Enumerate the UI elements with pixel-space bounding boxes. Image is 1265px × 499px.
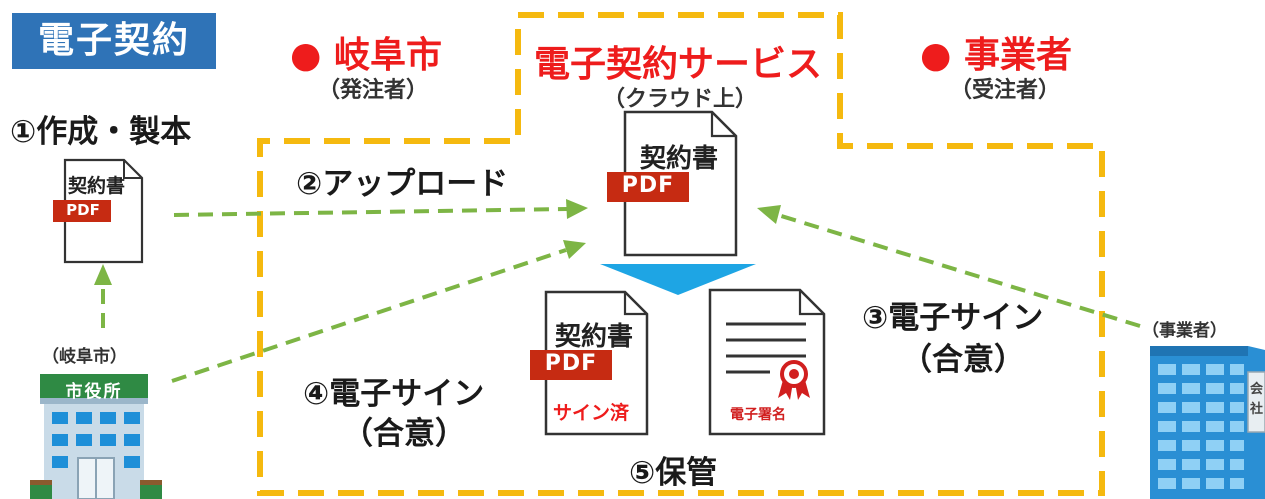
down-arrow xyxy=(600,264,756,295)
business-building-icon xyxy=(1150,346,1265,499)
step-business-sign: ③電子サイン xyxy=(862,300,1044,336)
signed-status-text: サイン済 xyxy=(553,402,630,424)
city-header: ● 岐阜市 xyxy=(290,35,442,76)
business-role: （受注者） xyxy=(950,78,1061,103)
business-caption: （事業者） xyxy=(1142,321,1227,341)
city-sign-arrow xyxy=(171,240,586,383)
city-caption: （岐阜市） xyxy=(42,347,127,367)
business-sign-arrow xyxy=(757,205,1141,328)
seal-icon xyxy=(778,360,810,400)
source-contract-label: 契約書 xyxy=(68,175,126,197)
step-city-sign: ④電子サイン xyxy=(303,376,485,412)
service-header: 電子契約サービス xyxy=(534,44,823,85)
service-sub: （クラウド上） xyxy=(603,87,758,112)
diagram-title: 電子契約 xyxy=(12,13,216,69)
service-boundary xyxy=(257,12,1105,496)
step-store: ⑤保管 xyxy=(629,455,718,491)
step-create: ①作成・製本 xyxy=(10,114,192,150)
city-role: （発注者） xyxy=(318,78,429,103)
cloud-contract-document xyxy=(607,110,738,257)
business-building-sign: 会社 xyxy=(1250,382,1264,417)
city-hall-building-icon xyxy=(30,374,162,499)
city-hall-sign: 市役所 xyxy=(65,382,123,402)
city-to-document-arrow xyxy=(94,264,112,328)
e-signature-label: 電子署名 xyxy=(730,407,786,423)
step-upload: ②アップロード xyxy=(296,166,509,202)
e-signature-document xyxy=(708,288,826,436)
cloud-contract-label: 契約書 xyxy=(640,144,719,174)
signed-contract-document xyxy=(530,290,649,436)
step-business-sign-agree: （合意） xyxy=(901,342,1025,378)
signed-pdf-badge: PDF xyxy=(544,351,598,376)
source-contract-document xyxy=(53,158,144,264)
business-header: ● 事業者 xyxy=(920,35,1072,76)
upload-arrow xyxy=(173,199,588,219)
cloud-pdf-badge: PDF xyxy=(621,173,675,198)
signed-contract-label: 契約書 xyxy=(555,322,634,352)
step-city-sign-agree: （合意） xyxy=(342,416,466,452)
source-pdf-badge: PDF xyxy=(66,201,100,219)
